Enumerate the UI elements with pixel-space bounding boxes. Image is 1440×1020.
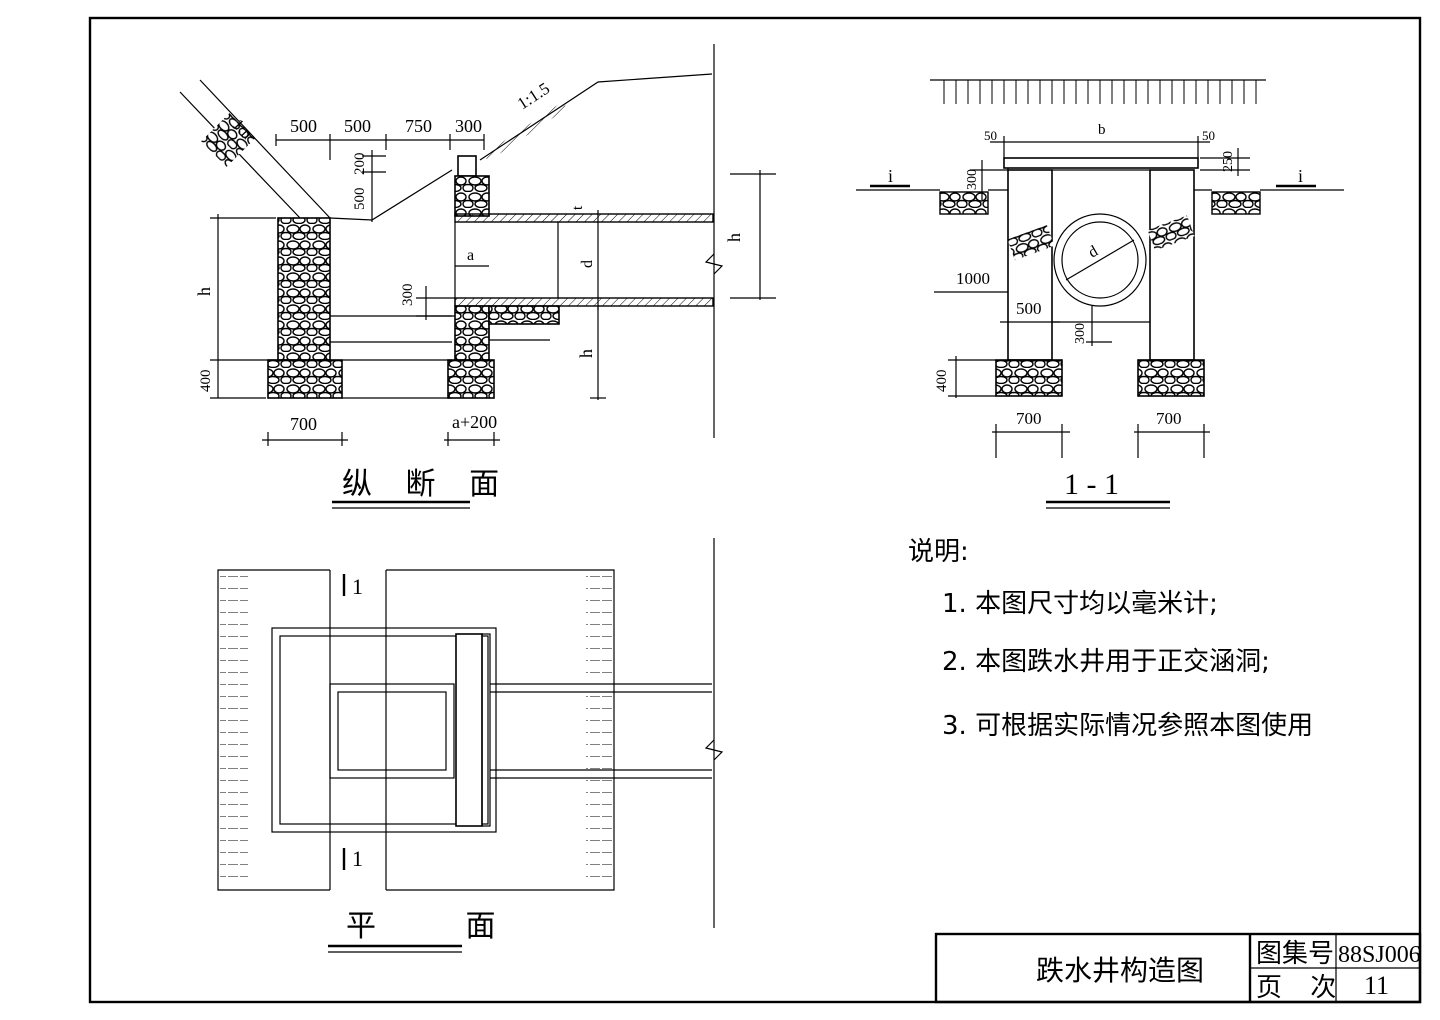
left-footing (267, 359, 343, 399)
note-item-3: 3. 可根据实际情况参照本图使用 (942, 711, 1313, 741)
section-dim-250: 250 (1221, 151, 1236, 172)
dim-top-3: 750 (405, 116, 432, 136)
section-dim-b: b (1098, 122, 1106, 138)
notes: 说明: 1. 本图尺寸均以毫米计; 2. 本图跌水井用于正交涵洞; 3. 可根据… (908, 537, 1313, 741)
section-1-1: i i d 50 b 50 250 300 1000 500 300 (856, 79, 1344, 509)
page-label: 页 次 (1256, 973, 1346, 1003)
dim-top-1: 500 (290, 116, 317, 136)
dim-700: 700 (290, 414, 317, 434)
drawing-title: 跌水井构造图 (1036, 954, 1204, 987)
section-dim-700-right: 700 (1156, 409, 1182, 428)
pipe-top-wall (454, 213, 714, 223)
section-dim-50-right: 50 (1202, 128, 1215, 143)
dim-a: a (467, 247, 474, 264)
dim-h-mid: h (576, 349, 596, 358)
title-block: 跌水井构造图 图集号 88SJ006 页 次 11 (934, 932, 1422, 1004)
dim-t: t (570, 205, 586, 210)
dim-200: 200 (352, 153, 368, 176)
dim-300: 300 (400, 284, 416, 307)
dim-500: 500 (352, 188, 368, 211)
longitudinal-title: 纵 断 面 (342, 467, 511, 502)
dim-h-left: h (194, 287, 214, 296)
dim-top-2: 500 (344, 116, 371, 136)
dim-d: d (579, 260, 596, 268)
note-item-1: 1. 本图尺寸均以毫米计; (942, 589, 1218, 619)
section-dim-300-bot: 300 (1073, 323, 1088, 344)
section-d: d (1086, 243, 1101, 262)
dim-h-right: h (724, 233, 744, 242)
notes-heading: 说明: (908, 537, 969, 567)
atlas-value: 88SJ006 (1338, 942, 1421, 968)
dim-top-4: 300 (455, 116, 482, 136)
sheet-border (88, 16, 1422, 1004)
section-mark-top: 1 (352, 574, 363, 599)
plan-view: 1 1 平 面 (217, 538, 724, 953)
section-dim-700-left: 700 (1016, 409, 1042, 428)
section-title: 1 - 1 (1064, 468, 1119, 501)
section-dim-50-left: 50 (984, 128, 997, 143)
dim-a200: a+200 (452, 412, 497, 432)
note-item-2: 2. 本图跌水井用于正交涵洞; (942, 647, 1270, 677)
section-i-right: i (1298, 166, 1303, 186)
section-dim-1000: 1000 (956, 269, 990, 288)
dim-400: 400 (198, 370, 214, 393)
section-dim-400: 400 (934, 370, 950, 393)
left-wall (277, 217, 331, 361)
section-dim-300-top: 300 (965, 169, 980, 190)
page-value: 11 (1364, 971, 1389, 1000)
pipe-bottom-wall (454, 297, 714, 307)
longitudinal-section: 1:n 1:1.5 (179, 44, 776, 509)
section-dim-500: 500 (1016, 299, 1042, 318)
section-mark-bottom: 1 (352, 846, 363, 871)
section-i-left: i (888, 166, 893, 186)
slope-right-label: 1:1.5 (514, 79, 553, 114)
atlas-label: 图集号 (1256, 939, 1334, 969)
plan-title: 平 面 (346, 909, 536, 944)
